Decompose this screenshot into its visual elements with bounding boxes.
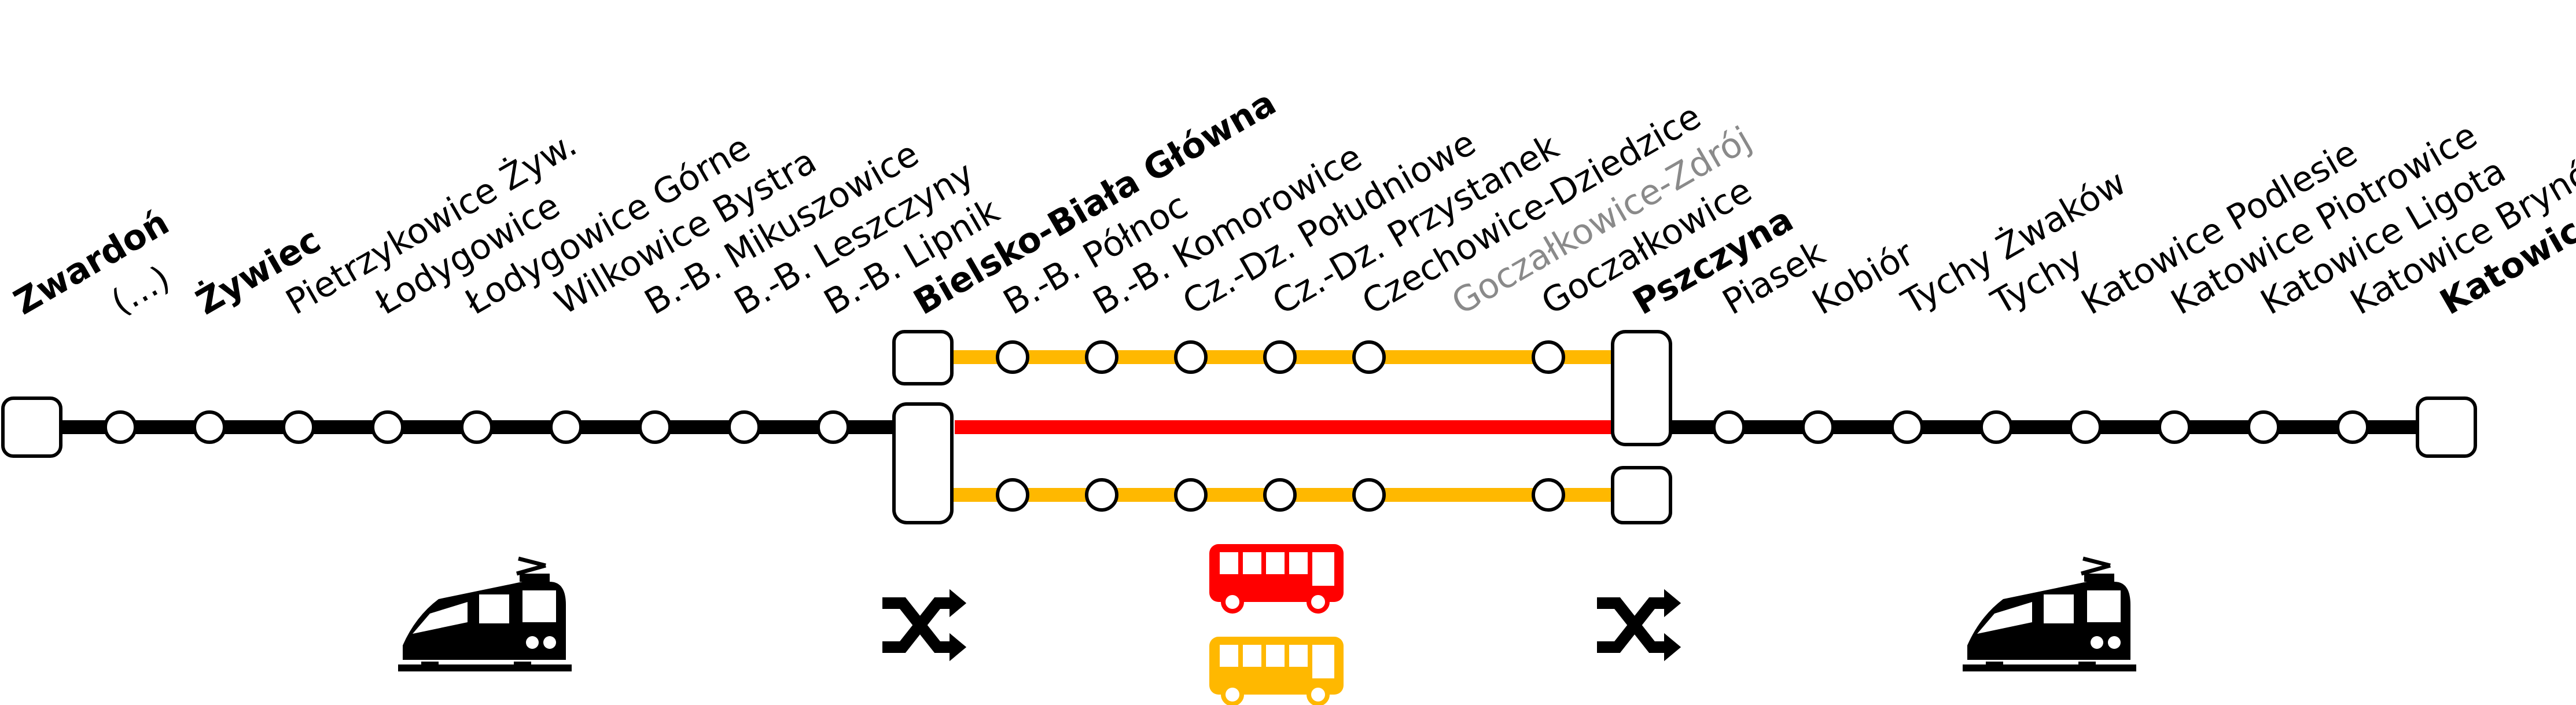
stop-marker [727,410,761,444]
bus-stop-pszczyna [1611,466,1672,524]
bus-stop-marker [1263,478,1297,512]
stop-marker [1890,410,1924,444]
bus-stop-marker [1263,340,1297,374]
bus-stop-marker [996,478,1029,512]
bus-stop-marker [1085,340,1118,374]
bus-stop-marker [1532,478,1565,512]
stop-marker [638,410,672,444]
stop-marker [371,410,404,444]
bus-stop-marker [1352,478,1386,512]
stop-marker [2247,410,2280,444]
stop-marker [460,410,494,444]
bus-stop-marker [996,340,1029,374]
hub-stop-bielsko-biala [892,402,954,524]
bus-stop-marker [1174,340,1208,374]
train-icon [1963,556,2136,671]
stop-marker [2336,410,2369,444]
stop-marker [282,410,315,444]
bus-stop-marker [1085,478,1118,512]
stop-marker [2069,410,2102,444]
hub-stop-pszczyna [1611,330,1672,446]
stop-marker [1801,410,1835,444]
stop-marker [816,410,850,444]
bus-icon-red [1209,544,1344,614]
stop-marker [104,410,137,444]
bus-stop-bielsko-biala [892,330,954,385]
stop-marker [1712,410,1746,444]
bus-icon-yellow [1209,637,1344,705]
legend-icons [398,544,2136,705]
stop-marker [2158,410,2191,444]
stop-marker [549,410,583,444]
bus-stop-marker [1352,340,1386,374]
shuffle-transfer-icon [882,589,967,662]
shuffle-transfer-icon [1597,589,1681,662]
bus-stop-marker [1532,340,1565,374]
stops [1,330,2477,524]
stop-marker [1979,410,2013,444]
terminal-stop-katowice [2416,396,2477,458]
bus-stop-marker [1174,478,1208,512]
station-label-kobior: Kobiór [1806,233,1921,323]
terminal-stop-zwardon [1,396,62,458]
train-icon [398,556,572,671]
stop-marker [193,410,226,444]
